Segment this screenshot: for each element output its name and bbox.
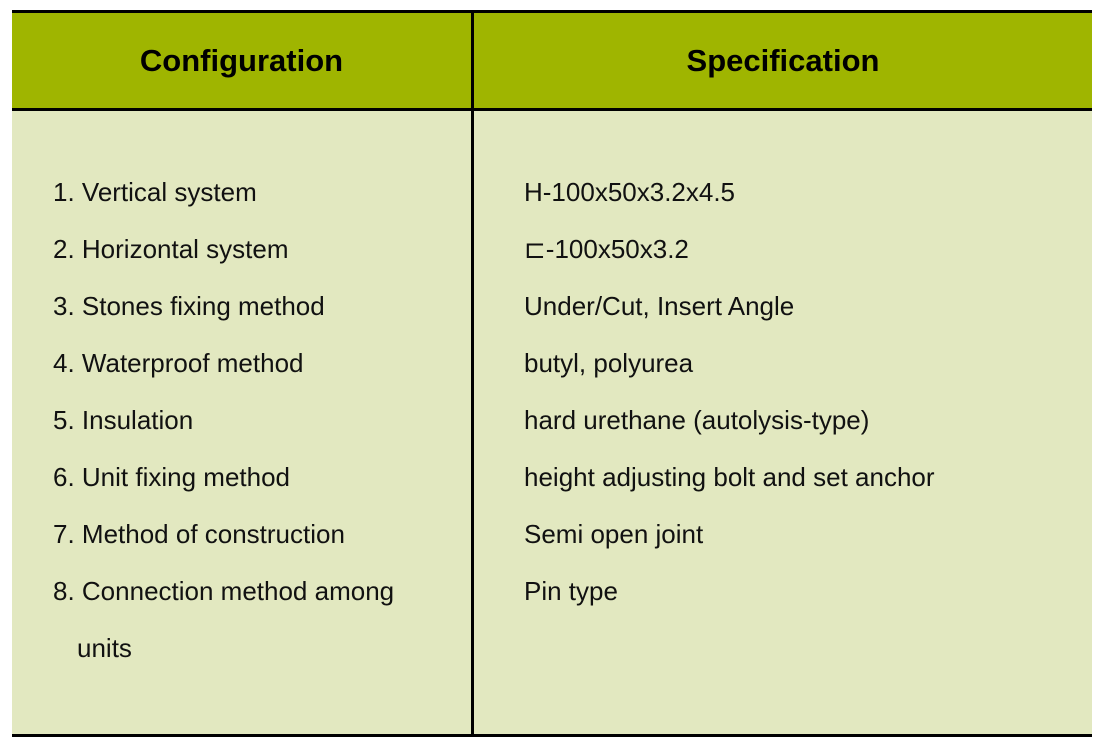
configuration-column: 1. Vertical system 2. Horizontal system … <box>53 175 463 688</box>
config-cell: 7. Method of construction <box>53 519 345 549</box>
header-specification: Specification <box>686 43 880 78</box>
spec-cell: ⊏-100x50x3.2 <box>524 234 689 264</box>
config-cell: 5. Insulation <box>53 405 194 435</box>
config-cell: 8. Connection method among <box>53 576 395 606</box>
config-cell: 4. Waterproof method <box>53 348 304 378</box>
config-cell: 1. Vertical system <box>53 177 257 207</box>
header-configuration: Configuration <box>139 43 344 78</box>
config-cell: 6. Unit fixing method <box>53 462 291 492</box>
table-header <box>12 13 1092 111</box>
spec-cell: H-100x50x3.2x4.5 <box>524 177 736 207</box>
spec-cell: hard urethane (autolysis-type) <box>524 405 870 435</box>
spec-cell: height adjusting bolt and set anchor <box>524 462 935 492</box>
column-divider <box>471 13 474 734</box>
config-cell-continuation: units <box>77 633 132 663</box>
config-cell: 3. Stones fixing method <box>53 291 325 321</box>
spec-table: Configuration Specification 1. Vertical … <box>12 10 1092 737</box>
spec-cell: butyl, polyurea <box>524 348 694 378</box>
spec-cell: Pin type <box>524 576 618 606</box>
specification-column: H-100x50x3.2x4.5 ⊏-100x50x3.2 Under/Cut,… <box>524 175 1084 631</box>
config-cell: 2. Horizontal system <box>53 234 289 264</box>
spec-cell: Under/Cut, Insert Angle <box>524 291 795 321</box>
spec-cell: Semi open joint <box>524 519 704 549</box>
